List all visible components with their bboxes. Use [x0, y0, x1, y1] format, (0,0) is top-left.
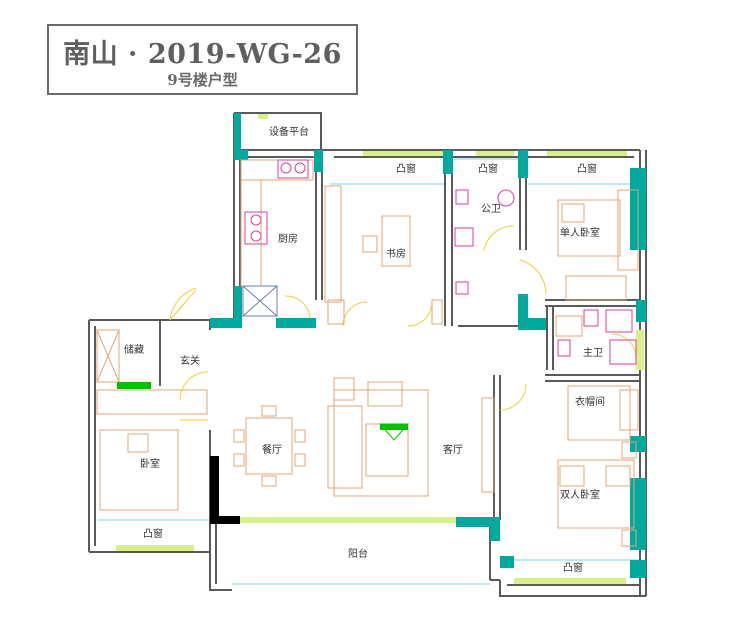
markers	[117, 382, 410, 441]
label-bay-window-single: 凸窗	[577, 162, 597, 175]
title-box: 南山 · 2019-WG-26 9号楼户型	[47, 24, 358, 95]
label-kitchen: 厨房	[278, 232, 298, 245]
label-study: 书房	[386, 247, 406, 260]
fixtures	[244, 159, 637, 365]
furniture	[96, 159, 639, 547]
label-bedroom: 卧室	[140, 457, 160, 470]
label-balcony: 阳台	[348, 547, 368, 560]
fridge-icon	[242, 285, 278, 317]
label-double-bedroom: 双人卧室	[560, 488, 600, 501]
label-wardrobe: 衣帽间	[575, 395, 605, 408]
label-storage: 储藏	[124, 343, 144, 356]
window-lines	[98, 158, 640, 585]
windows	[116, 113, 644, 585]
plan-subtitle: 9号楼户型	[167, 71, 238, 89]
label-entrance: 玄关	[180, 354, 200, 367]
label-bay-window-double: 凸窗	[563, 561, 583, 574]
label-single-bedroom: 单人卧室	[560, 226, 600, 239]
room-labels: 设备平台 厨房 书房 凸窗 凸窗 凸窗 公卫 单人卧室 主卫 储藏 玄关 衣帽间…	[124, 125, 605, 574]
walls	[88, 112, 647, 597]
label-bay-window-study: 凸窗	[396, 162, 416, 175]
label-bay-window-bedroom: 凸窗	[143, 527, 163, 540]
label-living: 客厅	[443, 443, 463, 456]
black-columns	[210, 456, 240, 524]
label-dining: 餐厅	[262, 443, 282, 456]
doors	[169, 225, 637, 421]
plan-title: 南山 · 2019-WG-26	[63, 39, 342, 70]
columns	[210, 113, 646, 578]
label-public-bath: 公卫	[481, 204, 501, 215]
label-bay-window-bath: 凸窗	[478, 162, 498, 175]
label-master-bath: 主卫	[583, 347, 603, 359]
label-equipment-platform: 设备平台	[269, 125, 309, 138]
